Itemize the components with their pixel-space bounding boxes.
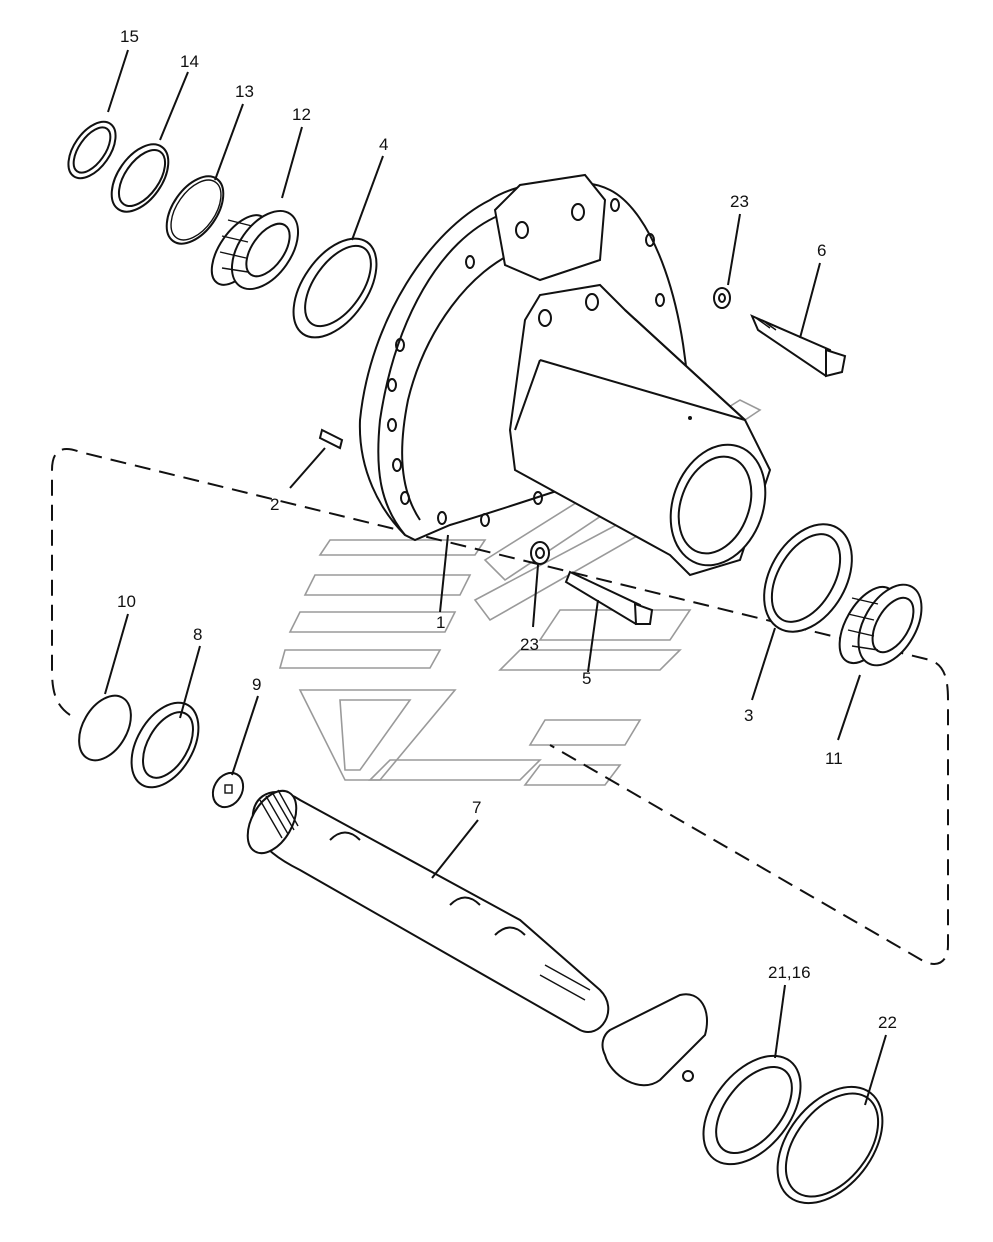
callout-15: 15 [120, 27, 139, 46]
part-11-bearing-cone [838, 583, 923, 667]
part-15-snap-ring [67, 120, 117, 180]
callout-4: 4 [379, 135, 388, 154]
leader-lines [104, 49, 887, 1106]
part-9-washer [211, 771, 245, 809]
callout-11: 11 [825, 749, 843, 768]
callout-23-upper: 23 [730, 192, 749, 211]
part-21-16-seal [702, 1054, 802, 1166]
part-13-shim [165, 175, 225, 245]
part-2-dowel-pin [318, 428, 344, 450]
callout-6: 6 [817, 241, 826, 260]
part-3-bearing-cup [763, 523, 853, 633]
part-1-hub-housing [358, 173, 772, 577]
callout-2: 2 [270, 495, 279, 514]
callout-21-16: 21,16 [768, 963, 811, 982]
part-12-bearing-cone [210, 209, 300, 291]
callout-14: 14 [180, 52, 199, 71]
part-14-ring [110, 143, 170, 213]
callout-23-lower: 23 [520, 635, 539, 654]
part-4-bearing-cup [292, 237, 378, 339]
part-23-washer-upper [713, 287, 731, 309]
part-10-snap-ring [78, 694, 132, 762]
assembly-dashed-line [51, 448, 949, 965]
part-23-washer-lower [530, 541, 550, 565]
callout-7: 7 [472, 798, 481, 817]
callout-5: 5 [582, 669, 591, 688]
callout-10: 10 [117, 592, 136, 611]
part-8-seal [130, 701, 200, 789]
callout-12: 12 [292, 105, 311, 124]
part-5-bolt [564, 570, 654, 626]
callout-22: 22 [878, 1013, 897, 1032]
callout-3: 3 [744, 706, 753, 725]
part-22-ring [776, 1085, 884, 1205]
callout-8: 8 [193, 625, 202, 644]
callout-labels: 15 14 13 12 4 23 6 2 1 23 5 3 11 10 8 9 … [117, 27, 897, 1032]
callout-1: 1 [436, 613, 445, 632]
part-6-bolt [750, 314, 847, 378]
callout-9: 9 [252, 675, 261, 694]
part-7-axle-shaft [246, 789, 708, 1087]
callout-13: 13 [235, 82, 254, 101]
